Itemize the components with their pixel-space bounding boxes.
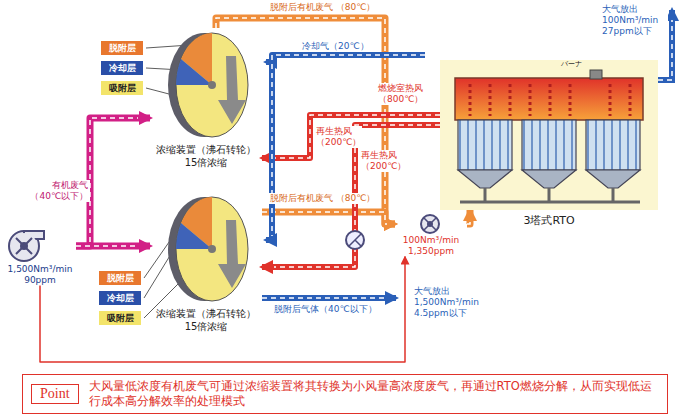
fan-symbol bbox=[395, 213, 467, 235]
flow-label: 冷却气（20℃） bbox=[300, 41, 371, 52]
flow-rate: 1,500Nm³/min 90ppm bbox=[4, 264, 76, 286]
booster-fan: 100Nm³/min 1,350ppm bbox=[395, 213, 467, 257]
edge-label: 脱附后有机废气 （80℃） bbox=[268, 193, 377, 204]
pipe-inner-line bbox=[467, 221, 470, 224]
unit-subcaption: 15倍浓缩 bbox=[150, 320, 262, 333]
legend-swatch: 脱附层 bbox=[98, 270, 142, 286]
legend-text: 吸附层 bbox=[99, 311, 141, 325]
edge-label: 有机废气 （40℃以下） bbox=[28, 180, 90, 202]
legend-swatch: 吸附层 bbox=[98, 310, 142, 326]
unit-subcaption: 15倍浓缩 bbox=[150, 156, 262, 169]
edge-label: 再生热风 （200℃） bbox=[359, 150, 407, 172]
regeneration-fan bbox=[346, 231, 364, 249]
pipe-connector bbox=[262, 212, 395, 224]
legend-swatch: 脱附层 bbox=[100, 40, 144, 56]
flow-label: 大气放出 100Nm³/min 27ppm以下 bbox=[600, 4, 668, 36]
pipe-connector bbox=[216, 18, 395, 224]
rto-illustration bbox=[440, 60, 658, 210]
legend-text: 冷却层 bbox=[99, 291, 141, 305]
unit-caption: 浓缩装置（沸石转轮） bbox=[150, 307, 262, 320]
unit-caption: 3塔式RTO bbox=[440, 213, 658, 228]
legend-swatch: 冷却层 bbox=[98, 290, 142, 306]
legend-text: 吸附层 bbox=[101, 81, 143, 95]
rotor-symbol bbox=[150, 192, 262, 307]
flow-rate: 100Nm³/min 1,350ppm bbox=[395, 235, 467, 257]
exhaust-pipe bbox=[262, 298, 396, 299]
rto-unit: 3塔式RTOバーナ bbox=[440, 60, 658, 210]
legend-text: 冷却层 bbox=[101, 61, 143, 75]
fan-symbol bbox=[4, 228, 76, 264]
pipe-connector bbox=[76, 243, 150, 250]
zeolite-rotor: 浓缩装置（沸石转轮）15倍浓缩 bbox=[150, 192, 262, 333]
pipe-inner-line bbox=[216, 18, 387, 224]
fan-unit: 1,500Nm³/min 90ppm bbox=[4, 228, 76, 286]
pipe-connector bbox=[467, 210, 470, 224]
legend-text: 脱附层 bbox=[99, 271, 141, 285]
flow-label: 脱附后气体（40℃以下） bbox=[272, 304, 379, 315]
note-text: 大风量低浓度有机废气可通过浓缩装置将其转换为小风量高浓度废气，再通过RTO燃烧分… bbox=[89, 379, 659, 409]
edge-label: 脱附后有机废气 （80℃） bbox=[268, 2, 377, 13]
pipe-connector bbox=[262, 115, 440, 158]
zeolite-rotor: 浓缩装置（沸石转轮）15倍浓缩 bbox=[150, 28, 262, 169]
flow-label: 大气放出 1,500Nm³/min 4.5ppm以下 bbox=[412, 286, 488, 318]
rotor-symbol bbox=[150, 28, 262, 143]
unit-caption: 浓缩装置（沸石转轮） bbox=[150, 143, 262, 156]
pipe-inner-line bbox=[262, 212, 387, 224]
legend-swatch: 吸附层 bbox=[100, 80, 144, 96]
pipe-inner-line bbox=[76, 245, 138, 247]
note-heading: Point bbox=[31, 384, 79, 404]
flow-label: 燃烧室热风 （800℃） bbox=[376, 83, 440, 105]
burner-label: バーナ bbox=[560, 61, 583, 68]
edge-label: 再生热风 （200℃） bbox=[314, 126, 362, 148]
legend-text: 脱附层 bbox=[101, 41, 143, 55]
legend-swatch: 冷却层 bbox=[100, 60, 144, 76]
pipe-connector bbox=[262, 125, 440, 267]
note-box: Point 大风量低浓度有机废气可通过浓缩装置将其转换为小风量高浓度废气，再通过R… bbox=[22, 374, 668, 414]
